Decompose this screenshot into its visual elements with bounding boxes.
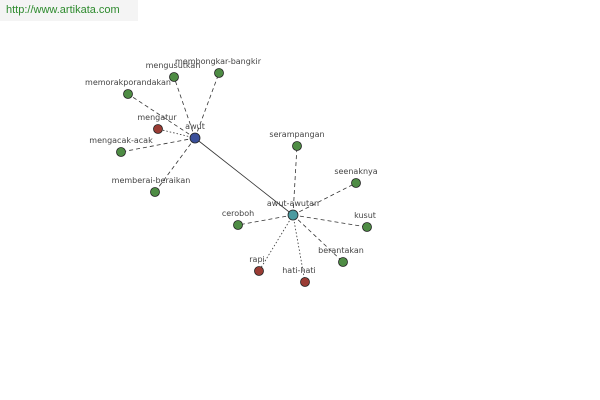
node-rapi[interactable] — [254, 266, 264, 276]
node-membongkar-bangkir[interactable] — [214, 68, 224, 78]
label-rapi: rapi — [249, 255, 265, 264]
node-mengacak-acak[interactable] — [116, 147, 126, 157]
label-serampangan: serampangan — [269, 130, 324, 139]
label-ceroboh: ceroboh — [222, 209, 254, 218]
node-memorakporandakan[interactable] — [123, 89, 133, 99]
edge-awut-awutan-rapi — [258, 214, 294, 272]
label-berantakan: berantakan — [318, 246, 364, 255]
node-berantakan[interactable] — [338, 257, 348, 267]
node-ceroboh[interactable] — [233, 220, 243, 230]
edge-awut-mengusutkan — [173, 76, 196, 139]
node-memberai-beraikan[interactable] — [150, 187, 160, 197]
node-kusut[interactable] — [362, 222, 372, 232]
edge-awut-memberai-beraikan — [154, 137, 196, 193]
label-memberai-beraikan: memberai-beraikan — [112, 176, 191, 185]
node-mengusutkan[interactable] — [169, 72, 179, 82]
edge-awut-awut-awutan — [194, 137, 294, 216]
edge-awut-memorakporandakan — [127, 93, 196, 139]
label-mengacak-acak: mengacak-acak — [89, 136, 153, 145]
label-hati-hati: hati-hati — [282, 266, 316, 275]
edge-awut-awutan-berantakan — [292, 214, 344, 263]
label-seenaknya: seenaknya — [334, 167, 377, 176]
node-hati-hati[interactable] — [300, 277, 310, 287]
label-awut-awutan: awut-awutan — [267, 199, 319, 208]
edge-awut-mengacak-acak — [120, 137, 196, 153]
node-awut[interactable] — [189, 132, 201, 144]
label-kusut: kusut — [354, 211, 376, 220]
edge-awut-mengatur — [157, 128, 196, 139]
node-seenaknya[interactable] — [351, 178, 361, 188]
label-memorakporandakan: memorakporandakan — [85, 78, 171, 87]
edge-awut-awutan-seenaknya — [292, 182, 357, 216]
label-awut: awut — [185, 122, 205, 131]
node-awut-awutan[interactable] — [287, 209, 299, 221]
edge-awut-awutan-ceroboh — [237, 214, 294, 226]
watermark: http://www.artikata.com — [0, 0, 138, 21]
edge-awut-awutan-serampangan — [292, 145, 298, 216]
label-mengatur: mengatur — [137, 113, 177, 122]
label-mengusutkan: mengusutkan — [146, 61, 201, 70]
edge-awut-awutan-hati-hati — [292, 214, 306, 283]
nodes-layer — [116, 68, 372, 287]
edge-awut-awutan-kusut — [292, 214, 368, 228]
edge-awut-membongkar-bangkir — [194, 72, 220, 139]
label-membongkar-bangkir: membongkar-bangkir — [175, 57, 262, 66]
labels-layer: awut awut-awutan membongkar-bangkirmengusu… — [85, 57, 378, 275]
edges-layer — [120, 72, 368, 283]
node-mengatur[interactable] — [153, 124, 163, 134]
watermark-text: http://www.artikata.com — [6, 4, 120, 16]
node-serampangan[interactable] — [292, 141, 302, 151]
